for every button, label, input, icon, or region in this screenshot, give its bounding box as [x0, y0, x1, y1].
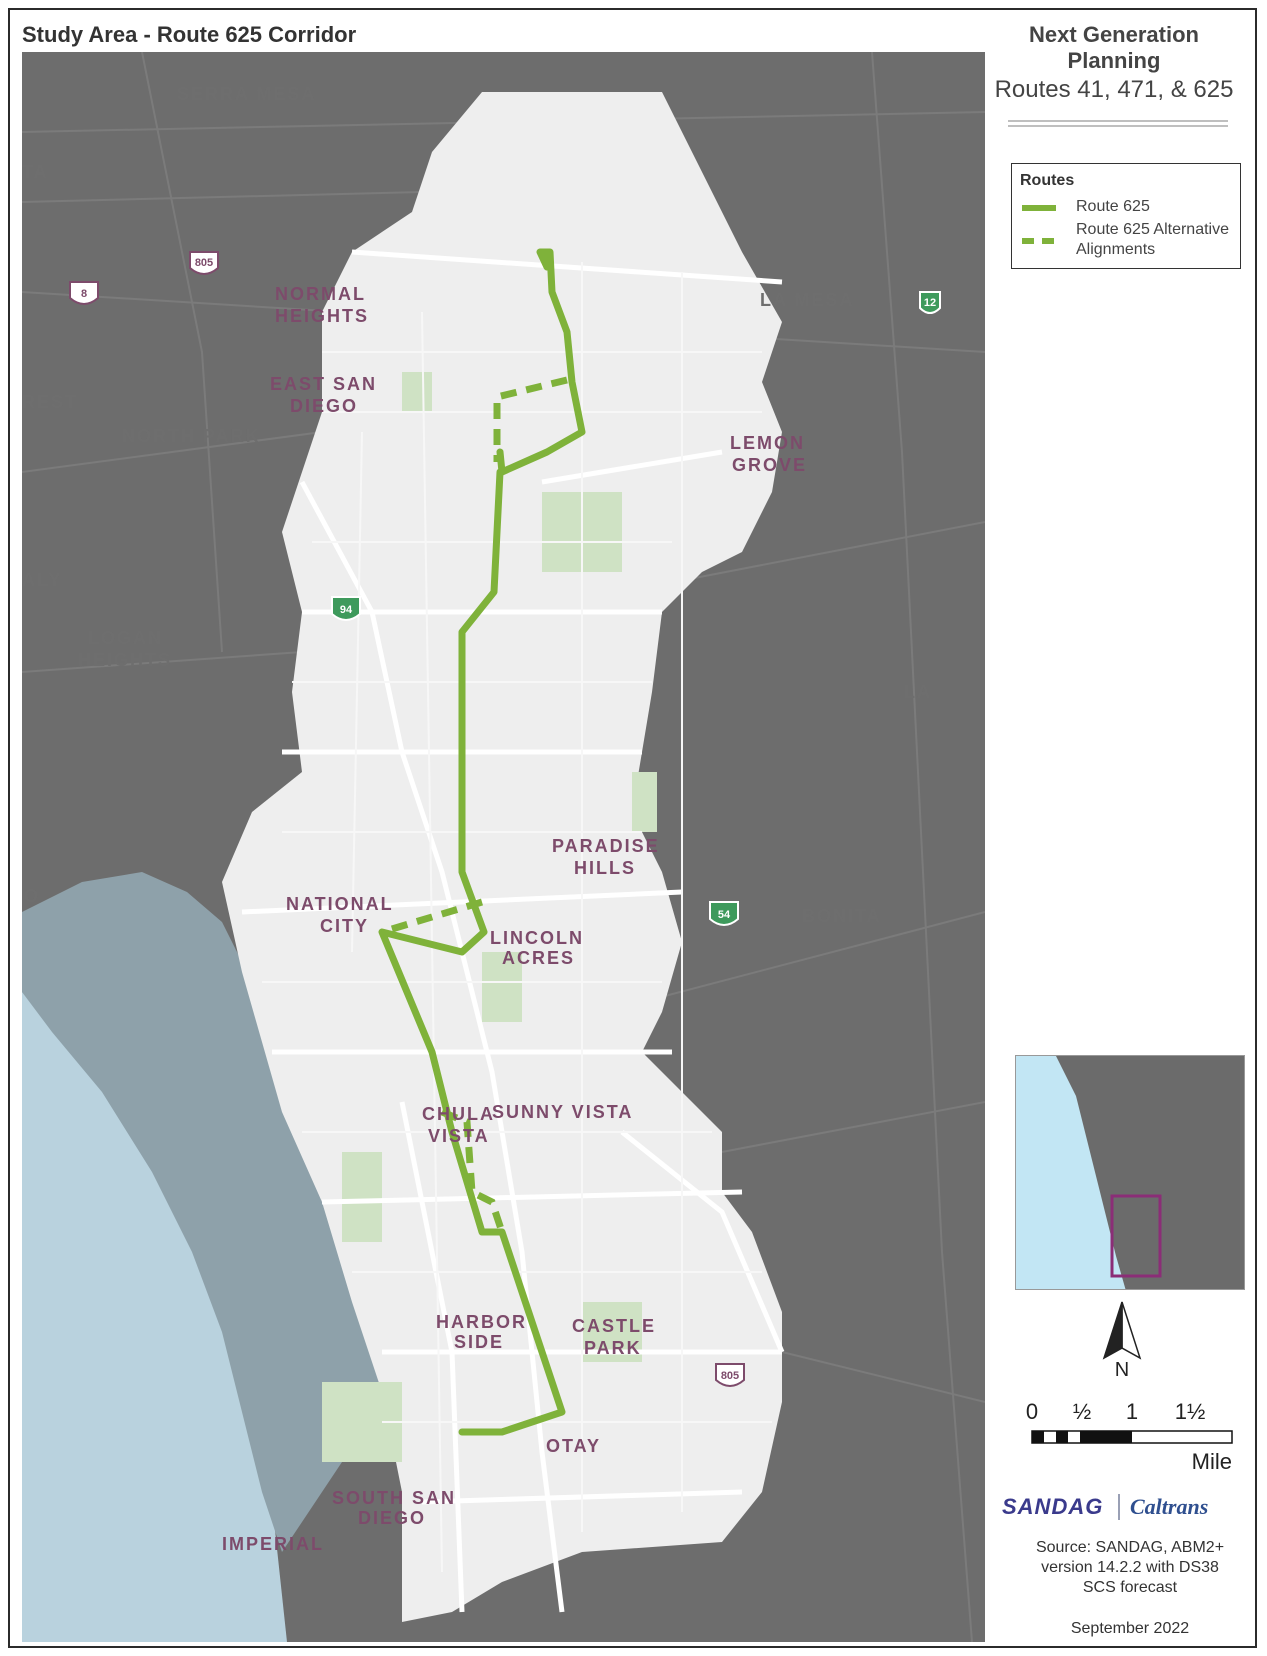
legend: Routes Route 625 Route 625 Alternative A…: [1011, 163, 1241, 269]
place-east-san: EAST SAN: [270, 374, 377, 394]
place-sunny-vista: SUNNY VISTA: [492, 1102, 633, 1122]
inset-extent-box: [1110, 1194, 1162, 1278]
scale-bar-graphic: 0 ½ 1 1½ Mile: [1026, 1399, 1233, 1474]
place-la-edge: LA: [904, 682, 932, 702]
bay-water: [22, 872, 382, 1552]
scale-seg-2: [1056, 1431, 1068, 1443]
scale-seg-1: [1032, 1431, 1044, 1443]
place-labels: SERRA MESA NORMAL HEIGHTS EAST SAN DIEGO…: [22, 84, 932, 1554]
place-east-san-diego: DIEGO: [290, 396, 358, 416]
place-north-park: NORTH PARK: [122, 426, 261, 446]
panel-title: Next Generation Planning: [990, 22, 1238, 74]
panel-subtitle: Routes 41, 471, & 625: [994, 76, 1234, 103]
place-lincoln: LINCOLN: [490, 928, 584, 948]
place-paradise-hills: HILLS: [574, 858, 636, 878]
shield-12: 12: [919, 291, 941, 314]
legend-label-alternative-line1: Route 625 Alternative: [1076, 221, 1229, 238]
shield-54: 54: [709, 901, 739, 926]
scale-tick-0: 0: [1026, 1399, 1038, 1424]
panel-title-line1: Next Generation: [1029, 22, 1199, 47]
shield-805-south-label: 805: [721, 1370, 739, 1382]
source-line3: SCS forecast: [1082, 1579, 1178, 1596]
place-o-edge: O: [24, 886, 40, 906]
legend-label-alternative: Route 625 Alternative Alignments: [1076, 220, 1229, 260]
place-lemon-grove: GROVE: [732, 455, 807, 475]
shield-805-north-label: 805: [195, 257, 213, 269]
shield-94-label: 94: [340, 604, 353, 616]
scale-unit: Mile: [1192, 1449, 1232, 1474]
legend-swatch-solid: [1022, 205, 1056, 211]
logos: SANDAG Caltrans: [1002, 1490, 1247, 1526]
place-lemon: LEMON: [730, 433, 805, 453]
map-title: Study Area - Route 625 Corridor: [22, 22, 357, 47]
scale-tick-1: 1: [1126, 1399, 1138, 1424]
place-lincoln-acres: ACRES: [502, 948, 575, 968]
inset-canvas: [1016, 1056, 1244, 1289]
shield-12-label: 12: [924, 297, 936, 309]
place-harbor: HARBOR: [436, 1312, 527, 1332]
place-south-san-diego: DIEGO: [358, 1508, 426, 1528]
north-arrow: N: [1100, 1300, 1144, 1381]
scale-bar: 0 ½ 1 1½ Mile: [1020, 1395, 1250, 1475]
shield-805-north: 805: [189, 251, 219, 275]
map-date: September 2022: [1070, 1620, 1190, 1637]
place-castle: CASTLE: [572, 1316, 656, 1336]
shield-8: 8: [69, 281, 99, 305]
panel-divider: [1007, 120, 1228, 127]
place-national-city: CITY: [320, 916, 369, 936]
place-otay: OTAY: [546, 1436, 601, 1456]
place-ta-edge: TA: [22, 162, 49, 182]
shield-8-label: 8: [81, 288, 87, 300]
place-logan-heights: HEIGHTS: [78, 650, 172, 670]
route-625-alternatives: [380, 376, 568, 1234]
place-imperial: IMPERIAL: [222, 1534, 324, 1554]
north-label: N: [1115, 1359, 1129, 1380]
source-line2: version 14.2.2 with DS38: [1041, 1559, 1219, 1576]
source-note: Source: SANDAG, ABM2+ version 14.2.2 wit…: [1010, 1538, 1250, 1598]
scale-seg-3: [1080, 1431, 1132, 1443]
place-chula-vista: VISTA: [428, 1126, 490, 1146]
shield-54-label: 54: [718, 909, 731, 921]
legend-label-alternative-line2: Alignments: [1076, 241, 1156, 258]
north-arrow-icon: N: [1102, 1301, 1142, 1381]
logo-separator: [1118, 1494, 1120, 1520]
map-canvas: 805 8 94 54 805 12 SERRA MESA NORMAL HEI…: [22, 52, 985, 1642]
sandag-logo: SANDAG: [1002, 1494, 1104, 1519]
scale-tick-1-half: 1½: [1175, 1399, 1206, 1424]
legend-swatch-dashed: [1022, 238, 1056, 244]
place-south-san: SOUTH SAN: [332, 1488, 456, 1508]
legend-label-route-625: Route 625: [1076, 198, 1150, 215]
place-normal-heights: HEIGHTS: [275, 306, 369, 326]
side-panel: Next Generation Planning Routes 41, 471,…: [990, 22, 1245, 127]
place-bonita: BONITA: [802, 906, 882, 926]
place-national: NATIONAL: [286, 894, 394, 914]
place-harbor-side: SIDE: [454, 1332, 504, 1352]
place-aly-edge: ALY: [22, 570, 62, 590]
place-rest-edge: REST: [22, 392, 78, 412]
source-line1: Source: SANDAG, ABM2+: [1035, 1539, 1225, 1556]
locator-inset-map: [1015, 1055, 1245, 1290]
place-la-mesa: LA MESA: [760, 290, 854, 310]
place-castle-park: PARK: [584, 1338, 642, 1358]
place-paradise: PARADISE: [552, 836, 660, 856]
shield-94: 94: [331, 596, 361, 621]
shield-805-south: 805: [715, 1363, 745, 1387]
legend-title: Routes: [1020, 172, 1075, 189]
panel-title-line2: Planning: [1067, 48, 1161, 73]
caltrans-logo: Caltrans: [1130, 1494, 1209, 1519]
route-625: [378, 248, 586, 1436]
map-area[interactable]: 805 8 94 54 805 12 SERRA MESA NORMAL HEI…: [22, 52, 985, 1642]
place-logan: LOGAN: [88, 628, 163, 648]
scale-tick-half: ½: [1073, 1399, 1091, 1424]
place-serra-mesa: SERRA MESA: [177, 84, 316, 104]
place-normal: NORMAL: [275, 284, 366, 304]
ocean-water: [22, 992, 287, 1642]
place-chula: CHULA: [422, 1104, 495, 1124]
inset-land: [1056, 1056, 1244, 1289]
